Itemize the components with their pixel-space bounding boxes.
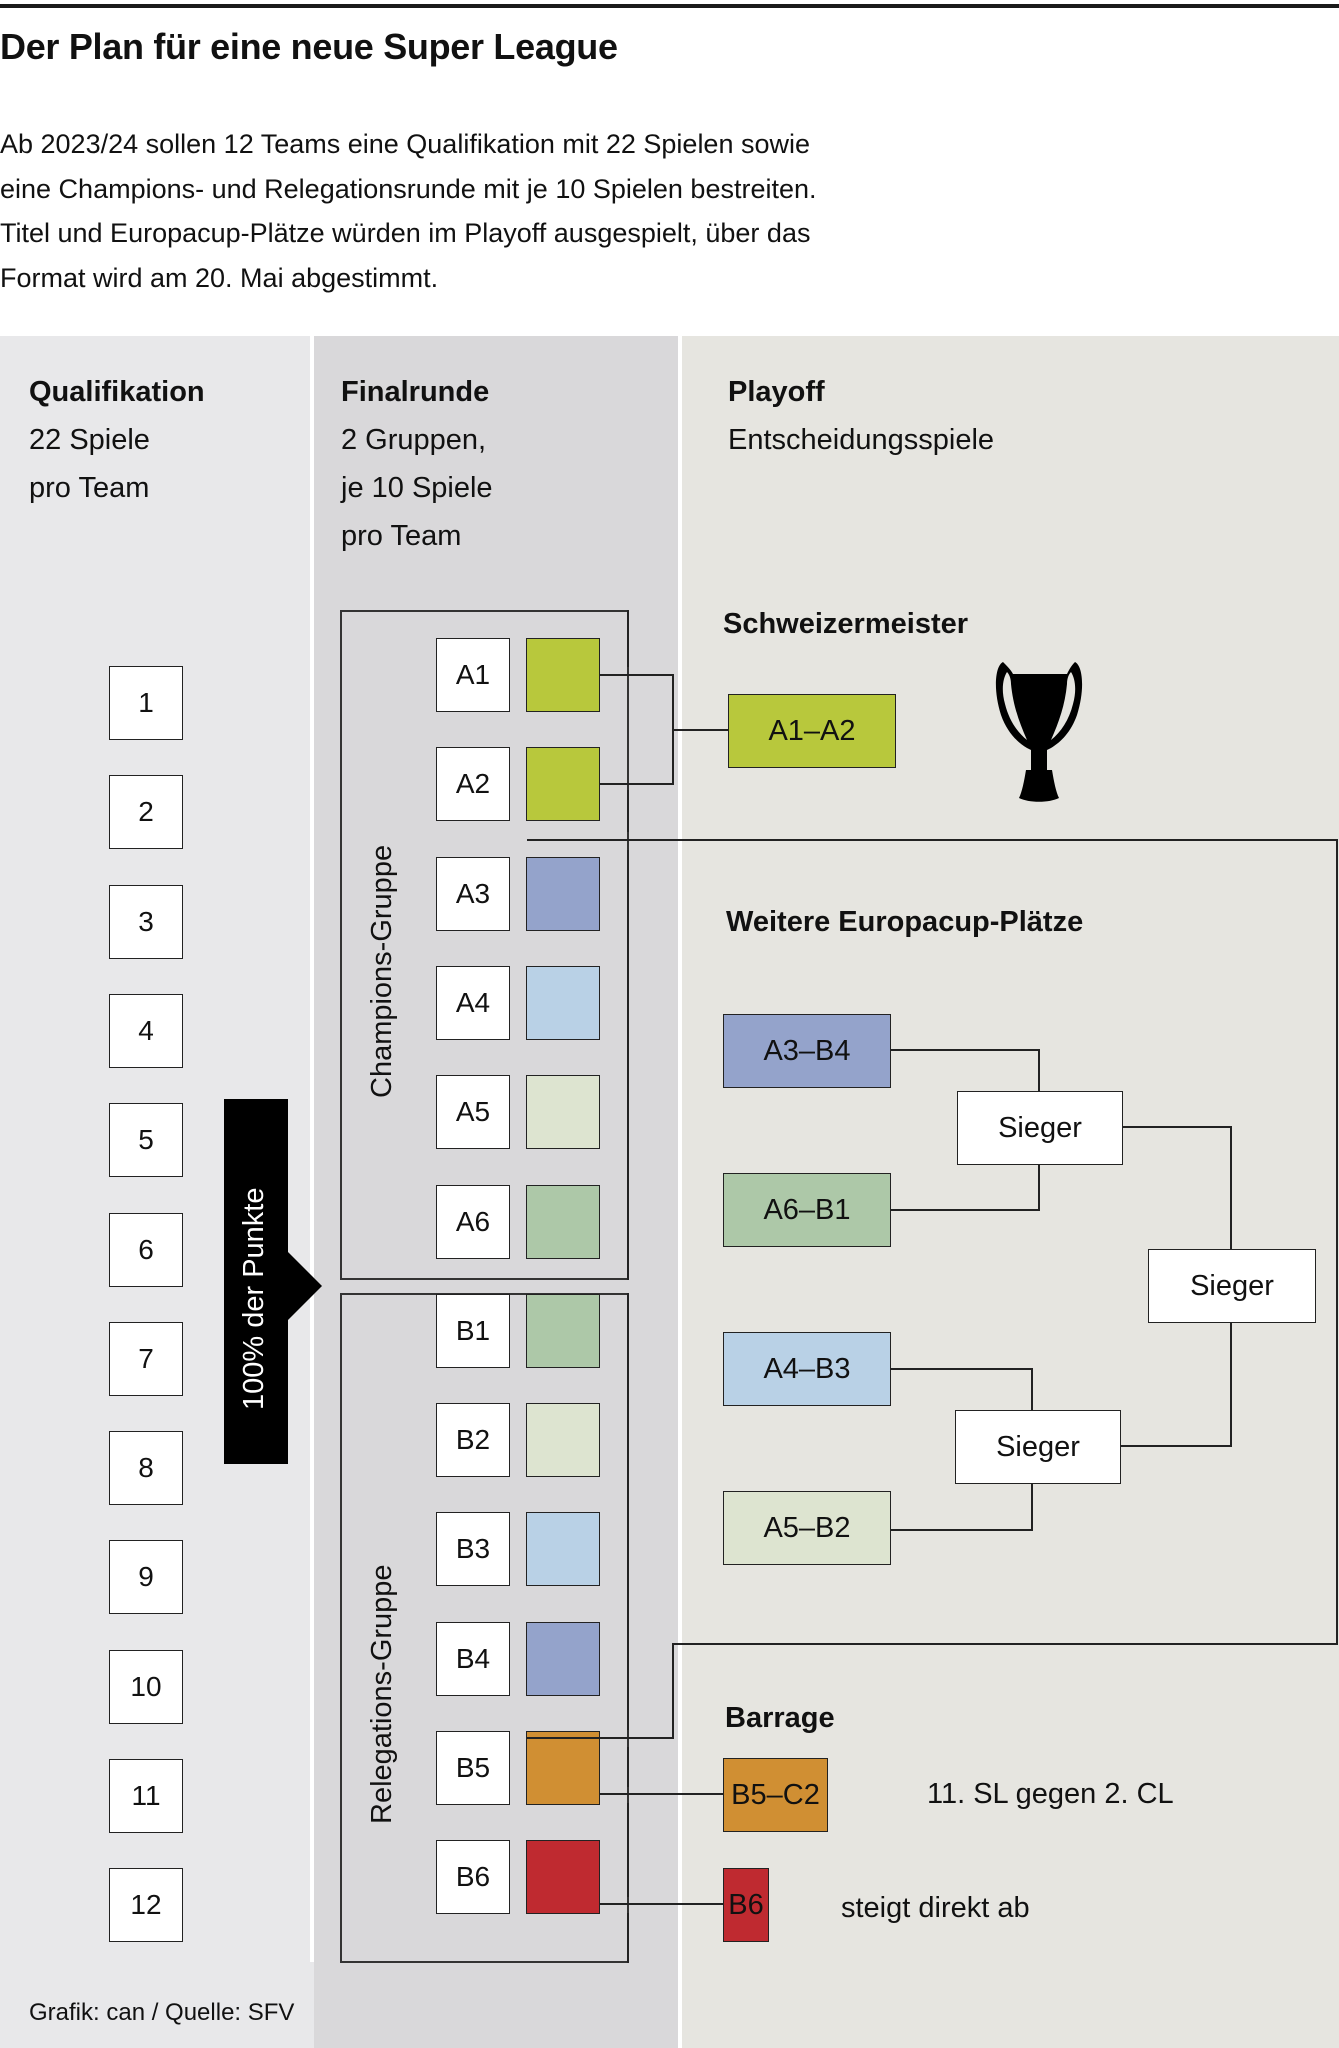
barrage-title: Barrage [725,1702,835,1734]
relegated-label: B6 [728,1888,764,1921]
points-bar [224,1099,288,1464]
team-color-swatch [526,747,600,822]
team-color-swatch [526,965,600,1040]
team-color-swatch [526,1184,600,1259]
europacup-match: A3–B4 [723,1014,891,1088]
rank-box: 7 [109,1321,183,1396]
team-label-box: A6 [436,1184,510,1259]
rank-box: 1 [109,666,183,740]
rank-box: 9 [109,1540,183,1615]
playoff-title: Playoff [728,376,825,408]
team-label-box: B1 [436,1293,510,1368]
rank-box: 6 [109,1212,183,1287]
rank-box: 5 [109,1103,183,1178]
europacup-match: A6–B1 [723,1173,891,1247]
semi-winner-1: Sieger [957,1091,1123,1165]
source-credit: Grafik: can / Quelle: SFV [29,1999,295,2026]
finalrunde-desc: 2 Gruppen, [341,424,487,456]
page-title: Der Plan für eine neue Super League [0,26,618,67]
team-color-swatch [526,1403,600,1478]
match-label: A4–B3 [763,1352,851,1385]
intro-text: Ab 2023/24 sollen 12 Teams eine Qualifik… [0,122,1100,300]
champion-title: Schweizermeister [723,608,969,640]
intro-line: Ab 2023/24 sollen 12 Teams eine Qualifik… [0,129,810,159]
rank-box: 4 [109,993,183,1068]
match-label: A3–B4 [763,1034,851,1067]
rank-box: 12 [109,1868,183,1943]
relegated-team: B6 [723,1868,769,1942]
finalrunde-desc: je 10 Spiele [341,472,493,504]
qualifikation-desc: pro Team [29,472,150,504]
footer-bg-extension [310,1962,314,2048]
winner-label: Sieger [996,1430,1080,1463]
match-label: B5–C2 [731,1778,820,1811]
team-label-box: B6 [436,1840,510,1915]
team-label-box: B3 [436,1512,510,1587]
team-color-swatch [526,1075,600,1150]
team-color-swatch [526,1731,600,1805]
points-label: 100% der Punkte [238,1187,270,1410]
qualifikation-header: Qualifikation 22 Spiele pro Team [29,368,205,512]
barrage-match: B5–C2 [723,1758,828,1832]
rank-box: 8 [109,1431,183,1506]
team-color-swatch [526,1512,600,1587]
team-color-swatch [526,1293,600,1368]
team-color-swatch [526,638,600,712]
finalrunde-header: Finalrunde 2 Gruppen, je 10 Spiele pro T… [341,368,493,560]
finalrunde-desc: pro Team [341,520,462,552]
team-color-swatch [526,1840,600,1915]
intro-line: Format wird am 20. Mai abgestimmt. [0,262,439,293]
semi-winner-2: Sieger [955,1410,1121,1484]
barrage-note: 11. SL gegen 2. CL [927,1778,1174,1810]
team-label-box: A2 [436,747,510,822]
top-rule [0,4,1339,8]
arrow-right-icon [288,1252,322,1320]
rank-box: 11 [109,1759,183,1833]
playoff-desc: Entscheidungsspiele [728,424,995,456]
team-label-box: A4 [436,965,510,1040]
champion-match: A1–A2 [728,694,896,768]
intro-line: Titel und Europacup-Plätze würden im Pla… [0,218,811,248]
champion-match-label: A1–A2 [768,714,856,747]
team-color-swatch [526,1621,600,1696]
playoff-header: Playoff Entscheidungsspiele [728,368,994,464]
finalrunde-title: Finalrunde [341,376,490,408]
rank-box: 2 [109,775,183,850]
team-label-box: A5 [436,1075,510,1150]
winner-label: Sieger [998,1111,1082,1144]
team-label-box: A1 [436,638,510,712]
relegation-group-label: Relegations-Gruppe [366,1564,398,1824]
europacup-match: A4–B3 [723,1332,891,1406]
europacup-title: Weitere Europacup-Plätze [726,906,1084,938]
match-label: A5–B2 [763,1511,851,1544]
winner-label: Sieger [1190,1269,1274,1302]
relegated-note: steigt direkt ab [841,1892,1030,1924]
intro-line: eine Champions- und Relegationsrunde mit… [0,173,817,204]
qualifikation-title: Qualifikation [29,376,205,408]
trophy-icon [995,662,1083,802]
team-label-box: B2 [436,1403,510,1478]
team-label-box: B4 [436,1621,510,1696]
champions-group-label: Champions-Gruppe [366,844,398,1098]
rank-box: 10 [109,1649,183,1724]
team-color-swatch [526,856,600,931]
match-label: A6–B1 [763,1193,851,1226]
team-label-box: A3 [436,856,510,931]
final-winner: Sieger [1148,1249,1316,1323]
team-label-box: B5 [436,1731,510,1805]
europacup-match: A5–B2 [723,1491,891,1565]
qualifikation-desc: 22 Spiele [29,424,150,456]
rank-box: 3 [109,884,183,959]
